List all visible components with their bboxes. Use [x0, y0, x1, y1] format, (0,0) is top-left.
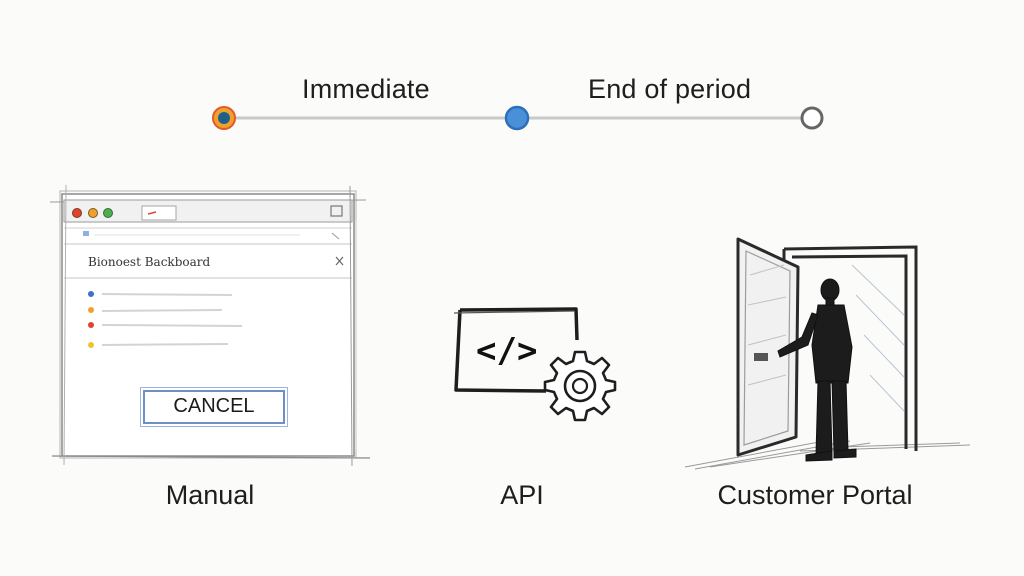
dialog-title: Bionoest Backboard — [88, 255, 211, 269]
door-sketch — [684, 237, 971, 470]
maximize-dot-icon — [103, 208, 113, 218]
man-arm — [777, 312, 819, 358]
list-dot-yellow-icon — [88, 342, 94, 348]
man-torso — [811, 304, 853, 384]
api-icon: </> — [453, 307, 617, 422]
list-dot-orange-icon — [88, 307, 94, 313]
close-dot-icon — [72, 208, 82, 218]
mid-node — [504, 105, 530, 131]
timeline-label-immediate: Immediate — [302, 74, 430, 104]
list-dot-blue-icon — [88, 291, 94, 297]
code-brackets-icon: </> — [476, 331, 537, 371]
browser-tab — [141, 205, 177, 221]
open-door-panel — [736, 237, 800, 457]
minimize-dot-icon — [88, 208, 98, 218]
gear-icon — [543, 350, 617, 422]
caption-customer-portal: Customer Portal — [717, 480, 913, 510]
window-controls — [72, 208, 113, 218]
caption-manual: Manual — [165, 480, 255, 510]
address-bar-icon — [83, 231, 89, 236]
caption-api: API — [500, 480, 544, 510]
cancel-button[interactable]: CANCEL — [140, 387, 288, 427]
code-window-frame — [454, 307, 579, 393]
end-node — [800, 106, 824, 130]
timeline-label-end-of-period: End of period — [588, 74, 752, 104]
man-leg-right — [831, 380, 849, 454]
interior-shading — [851, 264, 905, 412]
dialog-close-icon — [335, 256, 344, 266]
door-handle-icon — [754, 353, 768, 361]
timeline-graphic — [212, 105, 824, 131]
list-dot-red-icon — [88, 322, 94, 328]
man-silhouette — [777, 278, 857, 462]
window-menu-icon — [330, 205, 343, 217]
browser-window: Bionoest Backboard CANCEL — [50, 180, 370, 470]
immediate-node — [212, 106, 236, 130]
man-leg-left — [815, 380, 833, 456]
dialog-list-lines — [101, 293, 243, 346]
